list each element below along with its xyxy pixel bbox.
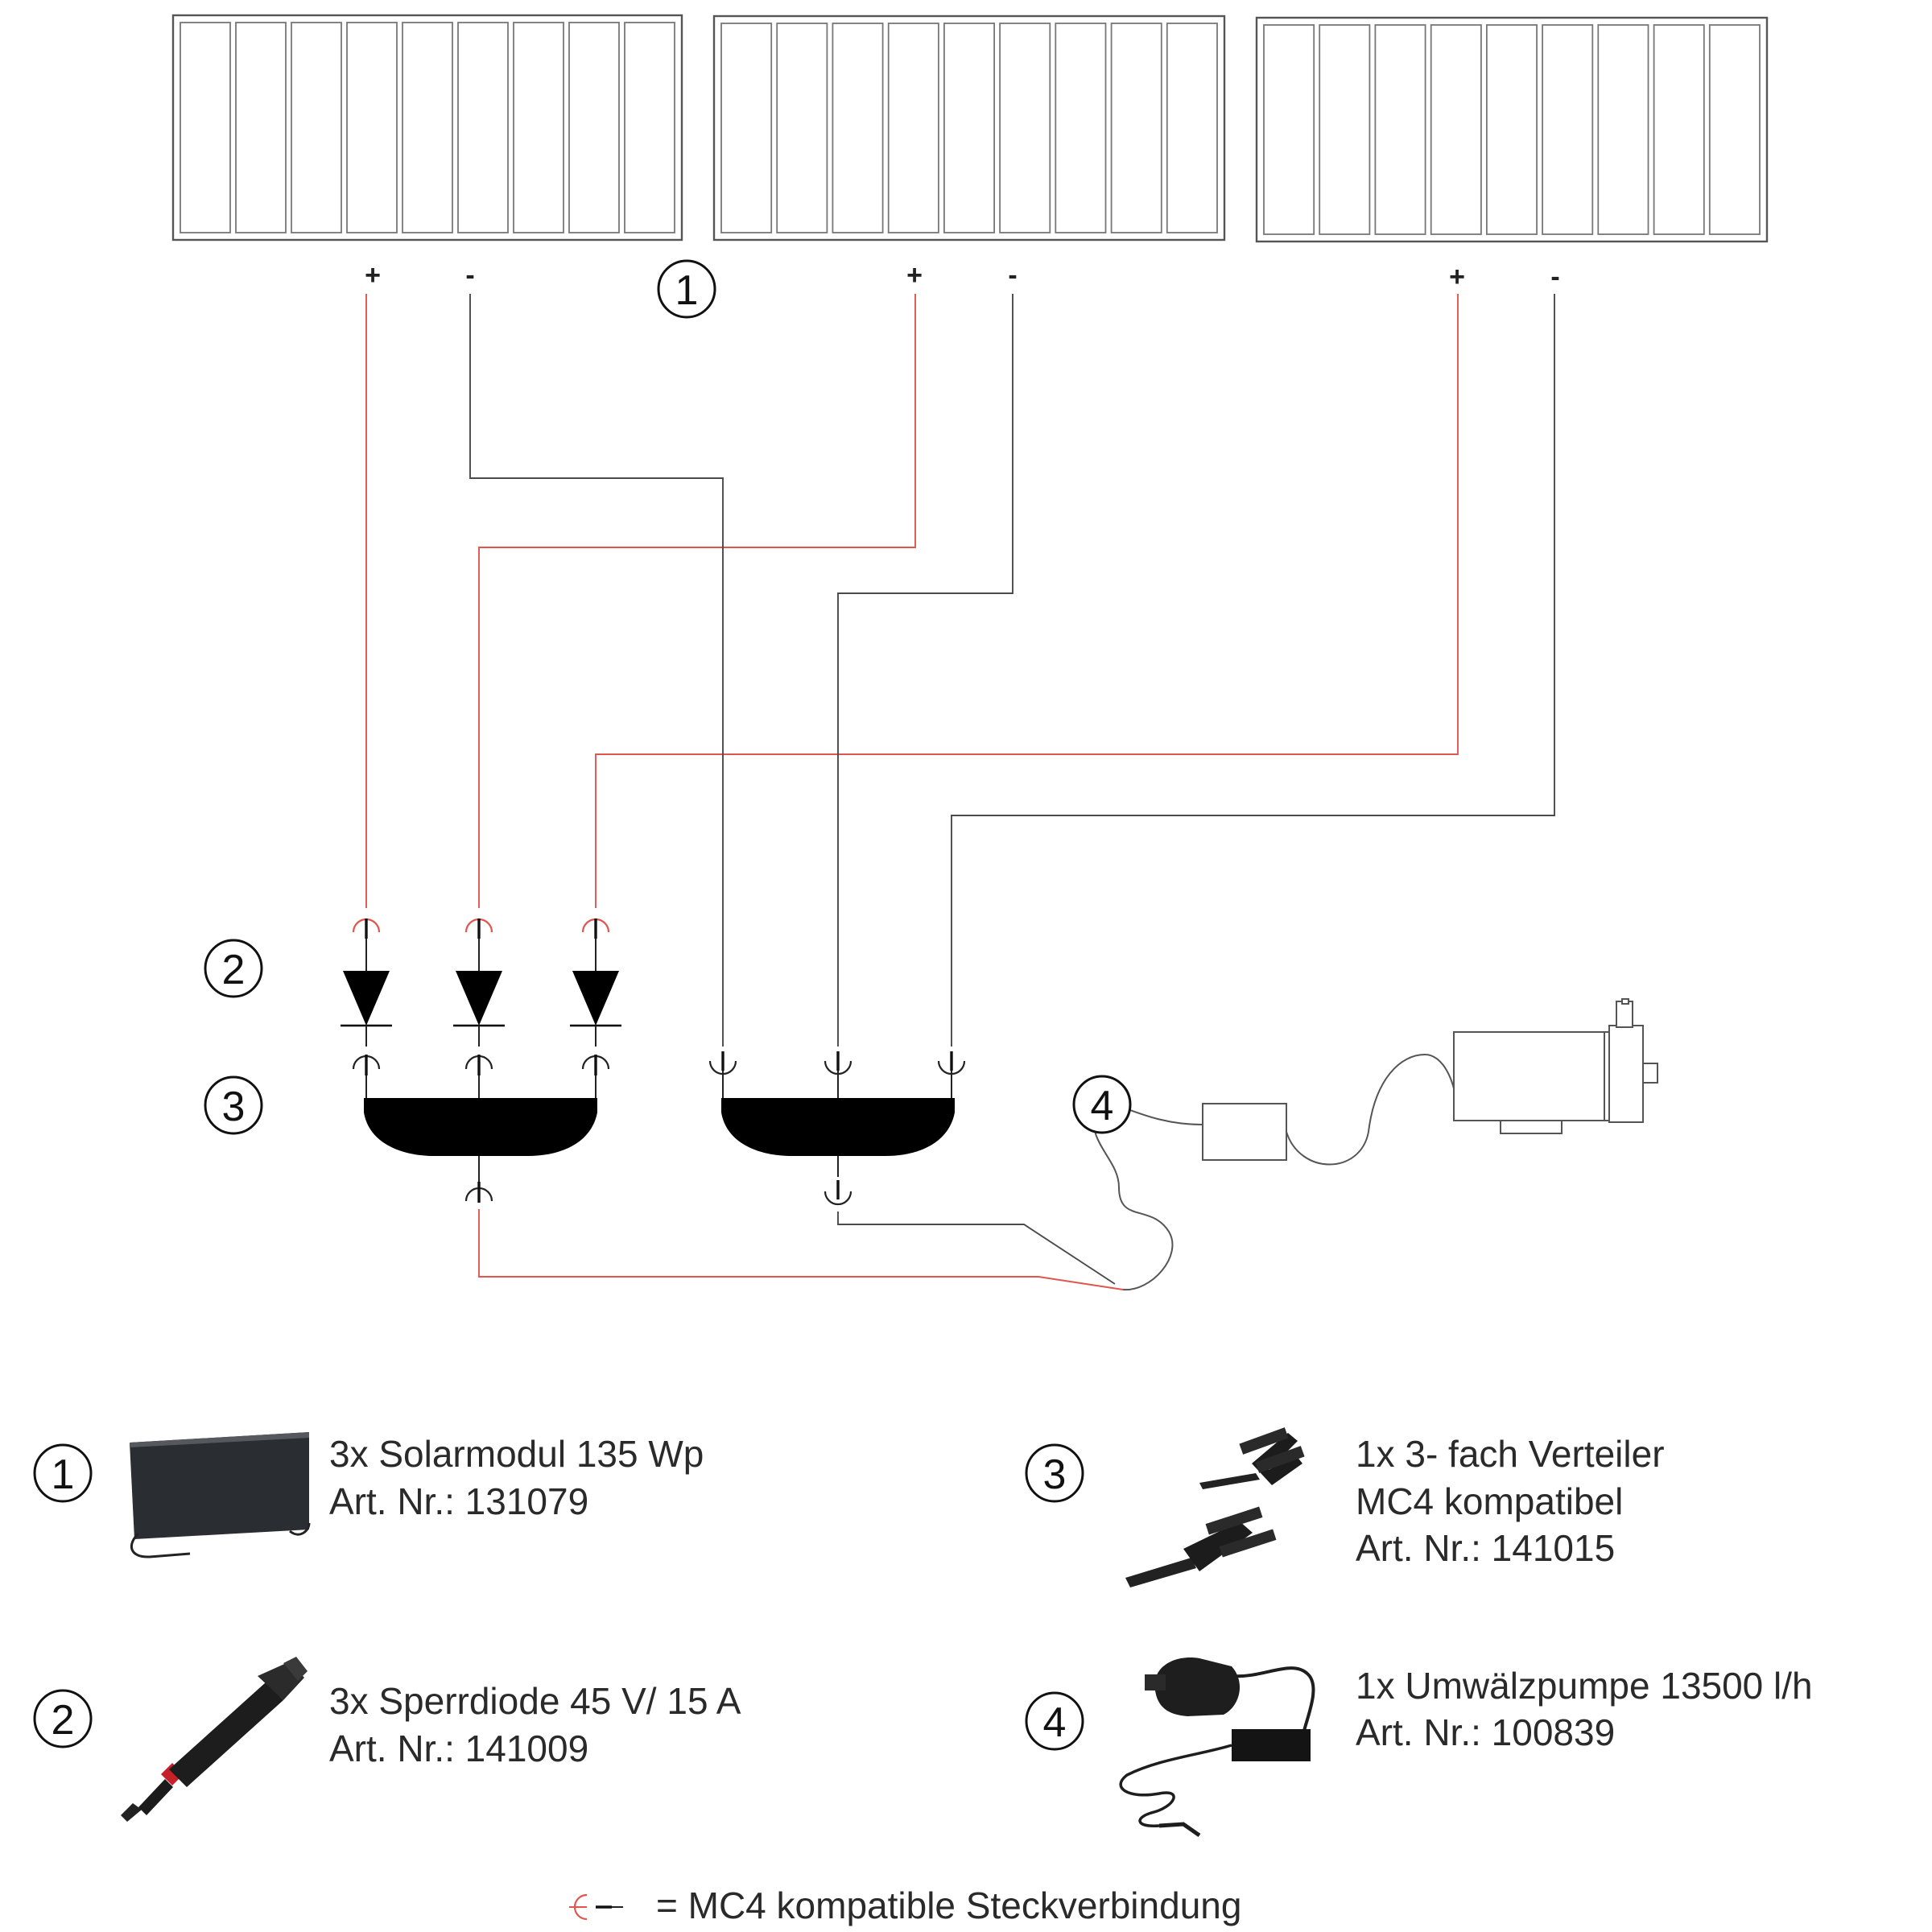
svg-text:4: 4 [1091,1083,1114,1129]
blocking-diode-2 [453,918,505,1046]
positive-output-wire [478,1209,1124,1290]
solar-cell-strip [235,22,287,233]
panel-2-positive-wire [478,294,916,908]
solar-cell-strip [1653,24,1705,235]
panel-3-negative-wire [951,294,1555,1046]
legend-splitter-article: Art. Nr.: 141015 [1356,1527,1615,1569]
solar-cell-strip [776,23,828,233]
legend-solar-module-name: 3x Solarmodul 135 Wp [329,1433,704,1475]
blocking-diode-1 [341,918,392,1046]
panel-1-minus-label: - [465,260,474,291]
svg-text:3: 3 [1043,1451,1067,1498]
blocking-diode-photo [121,1657,308,1822]
panel-2-negative-wire [837,294,1013,1046]
solar-cell-strip [346,22,398,233]
solar-panel-1 [171,14,683,242]
panel-1-plus-label: + [365,260,381,291]
negative-output-wire [837,1212,1116,1285]
solar-cell-strip [291,22,342,233]
panel-2-minus-label: - [1008,260,1017,291]
splitter-positive [352,1055,610,1203]
solar-cell-strip [1430,24,1482,235]
solar-cell-strip [720,23,773,233]
legend-item-splitter: 3 1x 3- fach Verteiler MC4 kompatibel Ar… [1025,1427,1665,1587]
svg-text:4: 4 [1043,1699,1067,1746]
splitter-photo [1125,1427,1305,1587]
connector-note: = MC4 kompatible Steckverbindung [656,1885,1241,1926]
circulation-pump [1092,998,1658,1291]
solar-cell-strip [568,22,620,233]
badge-pump: 4 [1072,1075,1132,1134]
solar-cell-strip [1055,23,1107,233]
solar-cell-strip [1486,24,1538,235]
badge-diodes: 2 [204,939,263,998]
svg-text:2: 2 [222,947,246,993]
legend-blocking-diode-article: Art. Nr.: 141009 [329,1728,588,1769]
panel-1-negative-wire [469,294,724,1046]
solar-cell-strip [1166,23,1218,233]
legend-item-solar-module: 1 3x Solarmodul 135 Wp Art. Nr.: 131079 [33,1432,704,1558]
legend-item-blocking-diode: 2 3x Sperrdiode 45 V/ 15 A Art. Nr.: 141… [33,1657,741,1822]
solar-cell-strip [624,22,675,233]
badge-modules: 1 [657,259,716,319]
solar-cell-strip [180,22,231,233]
solar-module-photo [130,1432,311,1558]
svg-text:3: 3 [222,1084,246,1130]
svg-text:2: 2 [52,1697,75,1744]
connector-legend: = MC4 kompatible Steckverbindung [569,1885,1241,1926]
legend-splitter-compat: MC4 kompatibel [1356,1480,1623,1522]
solar-panel-2 [712,14,1226,242]
legend-pump-article: Art. Nr.: 100839 [1356,1711,1615,1753]
solar-cell-strip [457,22,509,233]
solar-cell-strip [999,23,1051,233]
legend-pump-name: 1x Umwälzpumpe 13500 l/h [1356,1665,1813,1707]
panel-3-plus-label: + [1449,262,1465,292]
solar-cell-strip [1542,24,1594,235]
legend-solar-module-article: Art. Nr.: 131079 [329,1480,588,1522]
legend-item-pump: 4 1x Umwälzpumpe 13500 l/h Art. Nr.: 100… [1025,1657,1813,1838]
solar-cell-strip [887,23,939,233]
splitter-negative [708,1051,966,1206]
solar-cell-strip [943,23,996,233]
legend-splitter-name: 1x 3- fach Verteiler [1356,1433,1665,1475]
solar-cell-strip [1374,24,1426,235]
solar-cell-strip [1597,24,1649,235]
solar-cell-strip [513,22,564,233]
panel-3-minus-label: - [1550,262,1559,292]
blocking-diode-3 [570,918,621,1046]
mc4-connector-icon [569,1893,623,1921]
solar-cell-strip [402,22,453,233]
panel-2-plus-label: + [906,260,923,291]
solar-cell-strip [832,23,884,233]
solar-cell-strip [1319,24,1371,235]
badge-splitters: 3 [204,1075,263,1135]
panel-3-positive-wire [595,294,1459,908]
pump-photo [1119,1657,1315,1838]
solar-panel-3 [1255,16,1769,243]
solar-cell-strip [1263,24,1315,235]
solar-cell-strip [1708,24,1761,235]
legend-blocking-diode-name: 3x Sperrdiode 45 V/ 15 A [329,1680,741,1722]
svg-text:1: 1 [52,1451,75,1498]
solar-cell-strip [1110,23,1162,233]
svg-text:1: 1 [675,267,699,314]
